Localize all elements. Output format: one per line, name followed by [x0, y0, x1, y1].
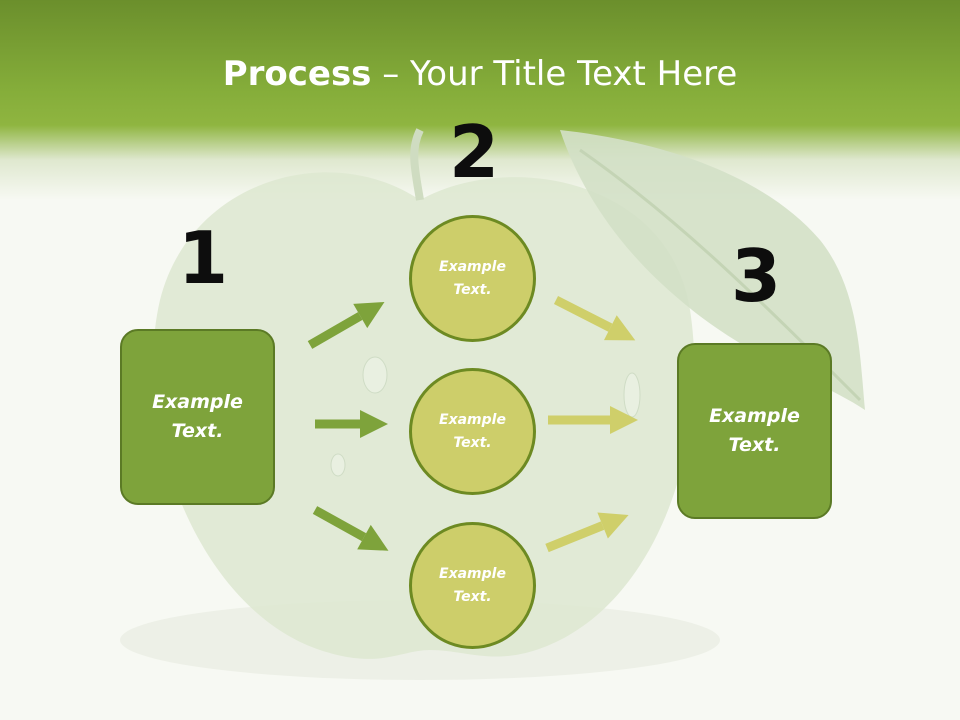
- step-3-text: Example Text.: [709, 405, 800, 456]
- slide-title-bold: Process: [222, 54, 372, 94]
- step-2-circle-bottom: Example Text.: [409, 522, 536, 649]
- slide-title-rest: – Your Title Text Here: [371, 54, 738, 94]
- step-2-circle-middle-text: Example Text.: [439, 411, 506, 451]
- arrow-icon: [548, 406, 638, 434]
- step-1-box: Example Text.: [120, 329, 275, 505]
- step-2-circle-bottom-text: Example Text.: [439, 565, 506, 605]
- step-2-circle-top-text: Example Text.: [439, 258, 506, 298]
- step-3-box: Example Text.: [677, 343, 832, 519]
- arrow-icon: [553, 295, 636, 341]
- title-band: [0, 0, 960, 200]
- arrow-icon: [312, 506, 389, 551]
- step-2-circle-middle: Example Text.: [409, 368, 536, 495]
- step-1-text: Example Text.: [152, 391, 243, 442]
- step-3-number: 3: [731, 234, 782, 318]
- slide-title: Process – Your Title Text Here: [0, 52, 960, 96]
- step-2-circle-top: Example Text.: [409, 215, 536, 342]
- arrow-icon: [545, 512, 629, 553]
- step-2-number: 2: [449, 110, 500, 194]
- arrow-icon: [315, 410, 388, 438]
- step-1-number: 1: [178, 216, 229, 300]
- arrow-icon: [307, 302, 385, 349]
